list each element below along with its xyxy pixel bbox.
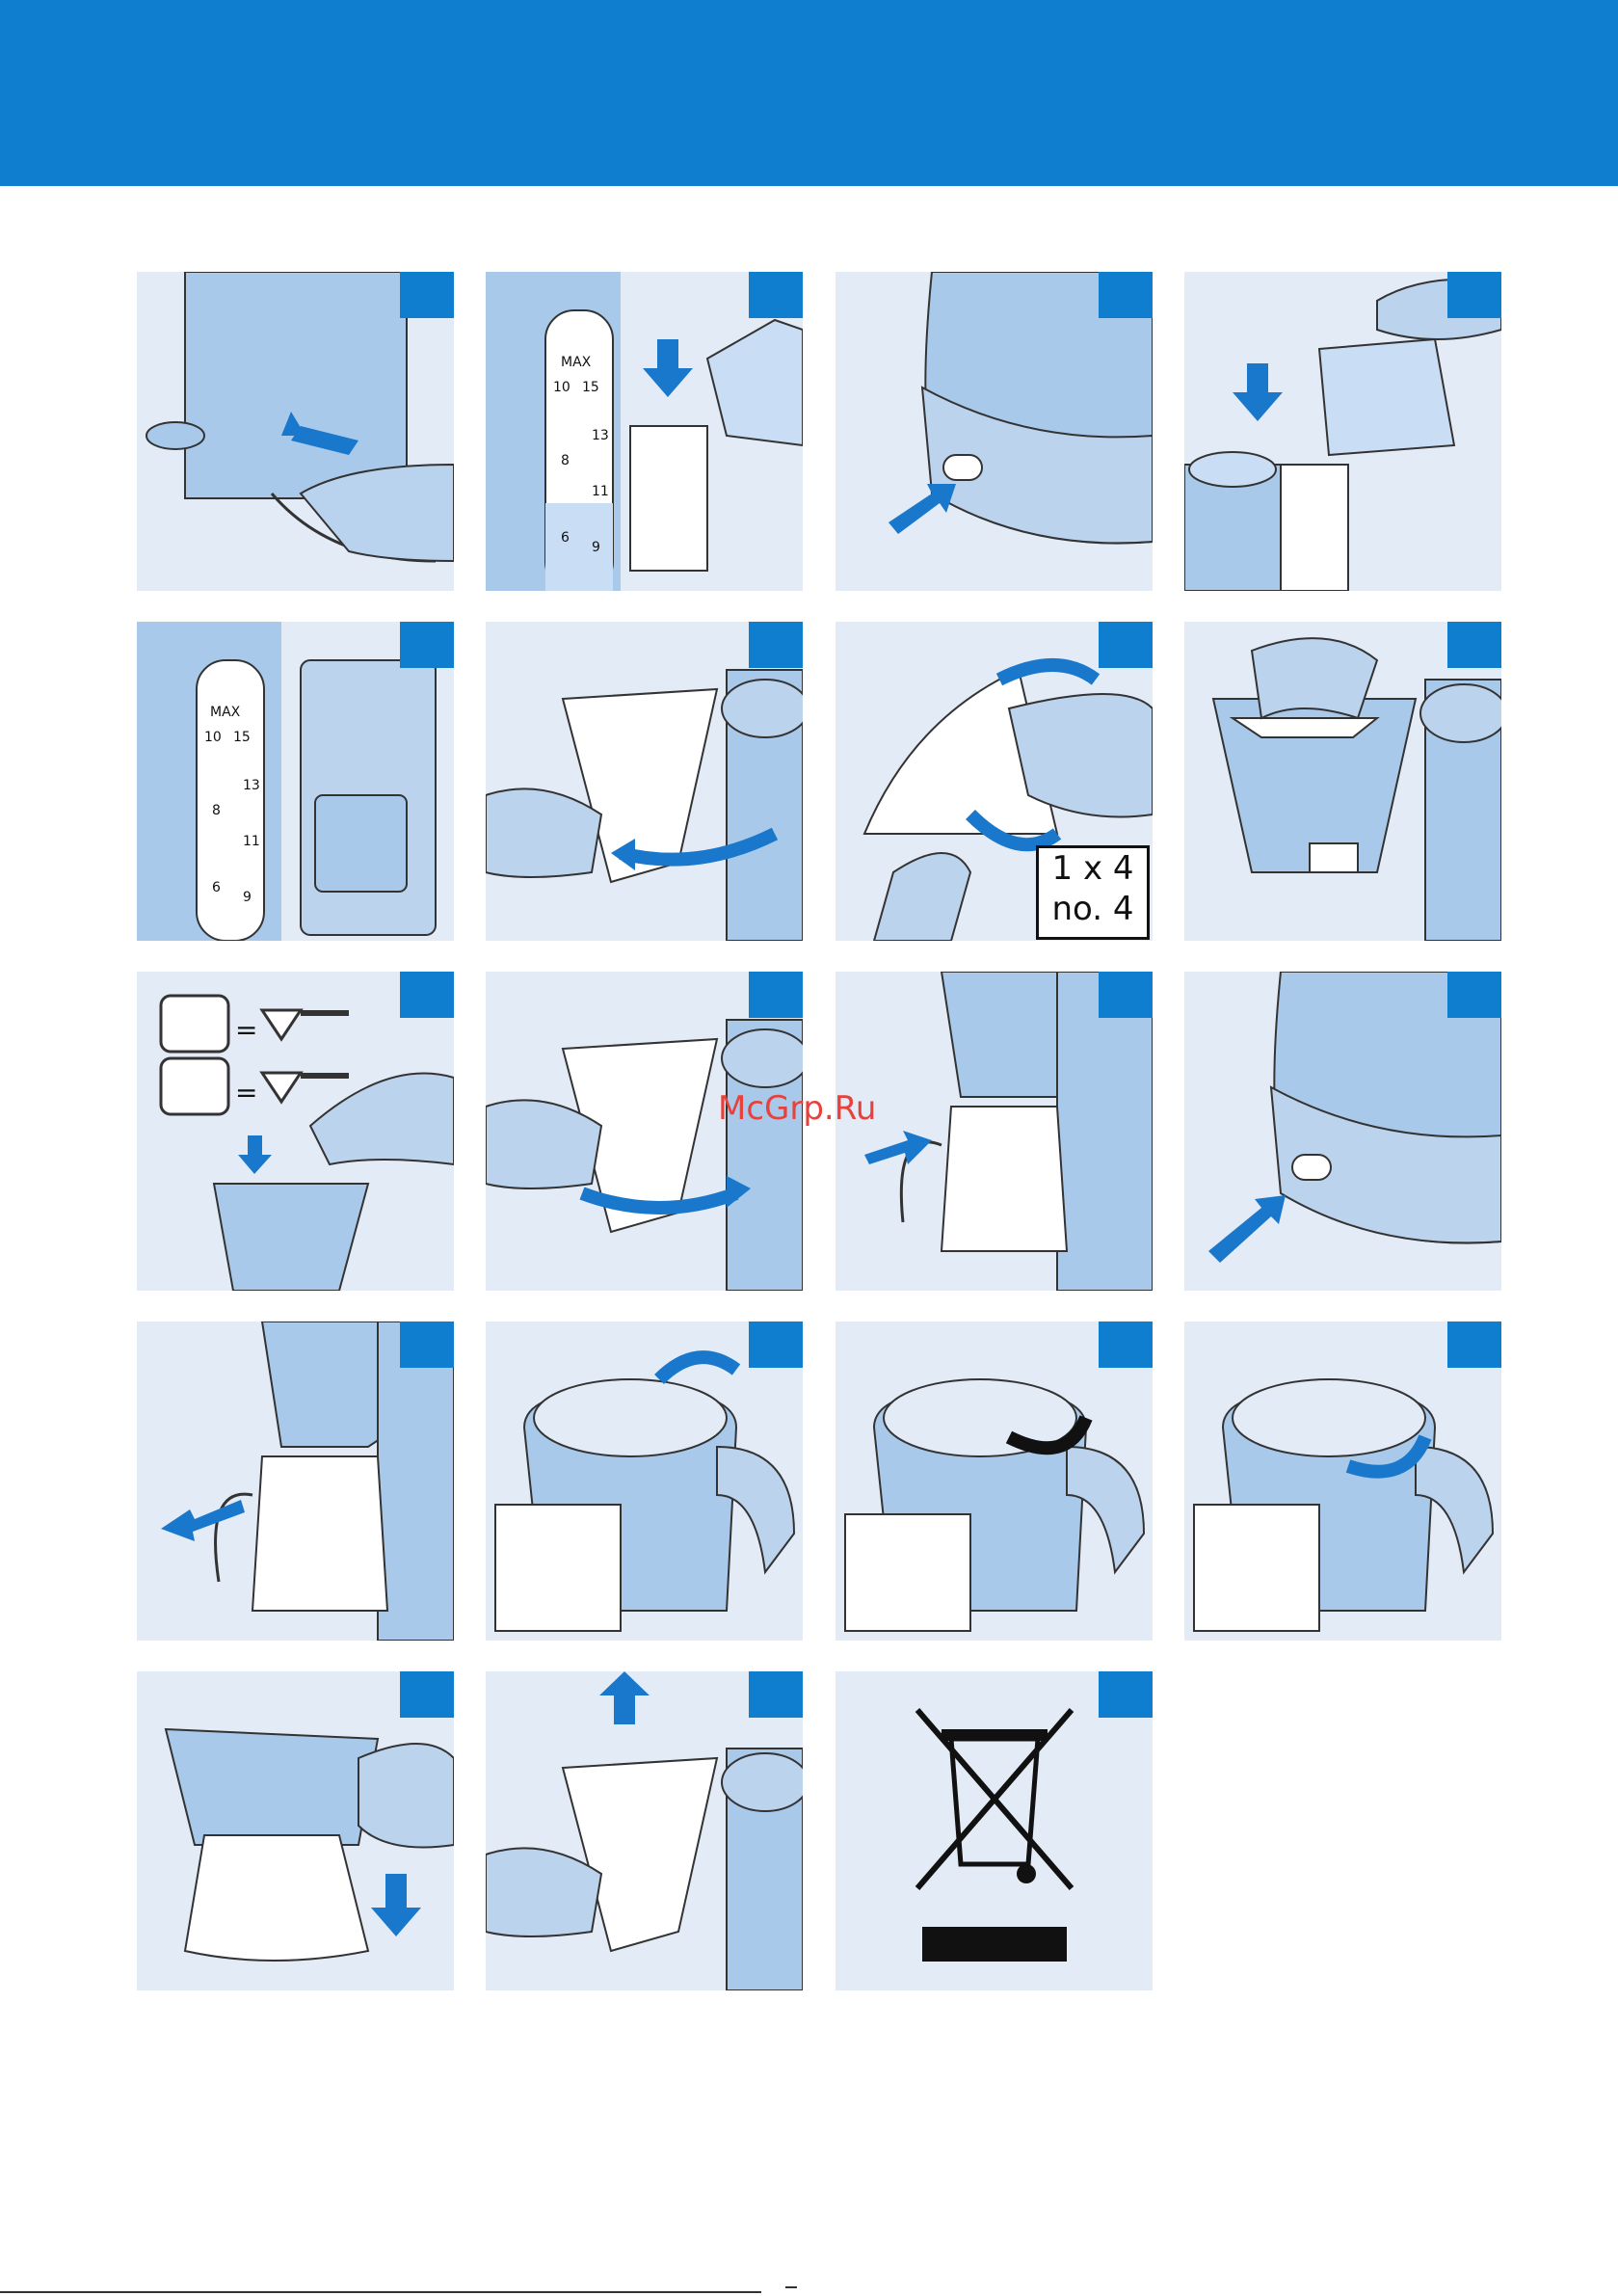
step-number-badge — [749, 972, 803, 1018]
step-number-badge — [1447, 622, 1501, 668]
svg-text:=: = — [235, 1077, 257, 1108]
step-panel-14 — [486, 1322, 803, 1641]
jug-pour-icon — [1184, 272, 1501, 591]
svg-text:=: = — [235, 1014, 257, 1046]
filter-holder-swing-icon — [486, 622, 803, 941]
step-panel-11 — [836, 972, 1153, 1291]
step-panel-9: = = — [137, 972, 454, 1291]
filter-size-label: 1 x 4 no. 4 — [1036, 845, 1150, 940]
step-panel-4 — [1184, 272, 1501, 591]
filter-size-line-1: 1 x 4 — [1039, 848, 1147, 889]
scale-label: 10 — [553, 380, 570, 395]
step-number-badge — [749, 1671, 803, 1718]
scale-label: 13 — [243, 778, 260, 793]
step-number-badge — [1447, 972, 1501, 1018]
step-panel-3 — [836, 272, 1153, 591]
step-number-badge — [1099, 972, 1153, 1018]
scale-max-label: MAX — [561, 355, 592, 370]
switch-press-icon — [836, 272, 1153, 591]
scale-label: 10 — [204, 730, 222, 745]
step-panel-18 — [486, 1671, 803, 1990]
step-panel-8 — [1184, 622, 1501, 941]
scale-label: 11 — [592, 484, 609, 499]
header-banner — [0, 0, 1618, 186]
water-tank-fill-icon: MAX 10 15 13 8 11 6 9 — [486, 272, 803, 591]
scale-label: 11 — [243, 834, 260, 849]
filter-holder-close-icon — [486, 972, 803, 1291]
step-panel-16 — [1184, 1322, 1501, 1641]
filter-insert-icon — [1184, 622, 1501, 941]
step-number-badge — [1447, 272, 1501, 318]
step-panel-13 — [137, 1322, 454, 1641]
plug-cable-icon — [137, 272, 454, 591]
step-number-badge — [1099, 622, 1153, 668]
step-number-badge — [400, 272, 454, 318]
step-number-badge — [400, 972, 454, 1018]
switch-on-icon — [1184, 972, 1501, 1291]
filter-holder-remove-icon — [486, 1671, 803, 1990]
footer-tick — [785, 2286, 797, 2288]
lid-close-icon — [1184, 1322, 1501, 1641]
filter-empty-icon — [137, 1671, 454, 1990]
step-panel-12 — [1184, 972, 1501, 1291]
step-number-badge — [749, 1322, 803, 1368]
step-panel-6 — [486, 622, 803, 941]
step-panel-2: MAX 10 15 13 8 11 6 9 — [486, 272, 803, 591]
scale-label: 9 — [592, 540, 600, 555]
lid-turn-icon — [486, 1322, 803, 1641]
step-number-badge — [1099, 272, 1153, 318]
step-number-badge — [400, 622, 454, 668]
step-panel-15 — [836, 1322, 1153, 1641]
scale-label: 8 — [212, 803, 221, 818]
scale-label: 8 — [561, 453, 570, 468]
step-number-badge — [400, 1671, 454, 1718]
lid-pour-position-icon — [836, 1322, 1153, 1641]
scale-label: 9 — [243, 890, 252, 905]
step-panel-7: 1 x 4 no. 4 — [836, 622, 1153, 941]
footer-rule — [0, 2291, 761, 2293]
step-number-badge — [400, 1322, 454, 1368]
watermark-text: McGrp.Ru — [718, 1089, 876, 1128]
scale-label: 15 — [233, 730, 251, 745]
scale-label: 6 — [212, 880, 221, 895]
step-panel-5: MAX 10 15 13 8 11 6 9 — [137, 622, 454, 941]
weee-bin-icon — [836, 1671, 1153, 1990]
coffee-measure-icon: = = — [137, 972, 454, 1291]
step-panel-10 — [486, 972, 803, 1291]
jug-remove-icon — [137, 1322, 454, 1641]
step-panel-1 — [137, 272, 454, 591]
jug-place-icon — [836, 972, 1153, 1291]
water-level-icon: MAX 10 15 13 8 11 6 9 — [137, 622, 454, 941]
step-number-badge — [1447, 1322, 1501, 1368]
step-number-badge — [1099, 1671, 1153, 1718]
step-panel-19 — [836, 1671, 1153, 1990]
step-panel-17 — [137, 1671, 454, 1990]
step-number-badge — [1099, 1322, 1153, 1368]
filter-size-line-2: no. 4 — [1039, 889, 1147, 929]
scale-label: 15 — [582, 380, 599, 395]
scale-label: 13 — [592, 428, 609, 443]
step-number-badge — [749, 272, 803, 318]
step-number-badge — [749, 622, 803, 668]
scale-label: 6 — [561, 530, 570, 546]
scale-max-label: MAX — [210, 705, 241, 720]
